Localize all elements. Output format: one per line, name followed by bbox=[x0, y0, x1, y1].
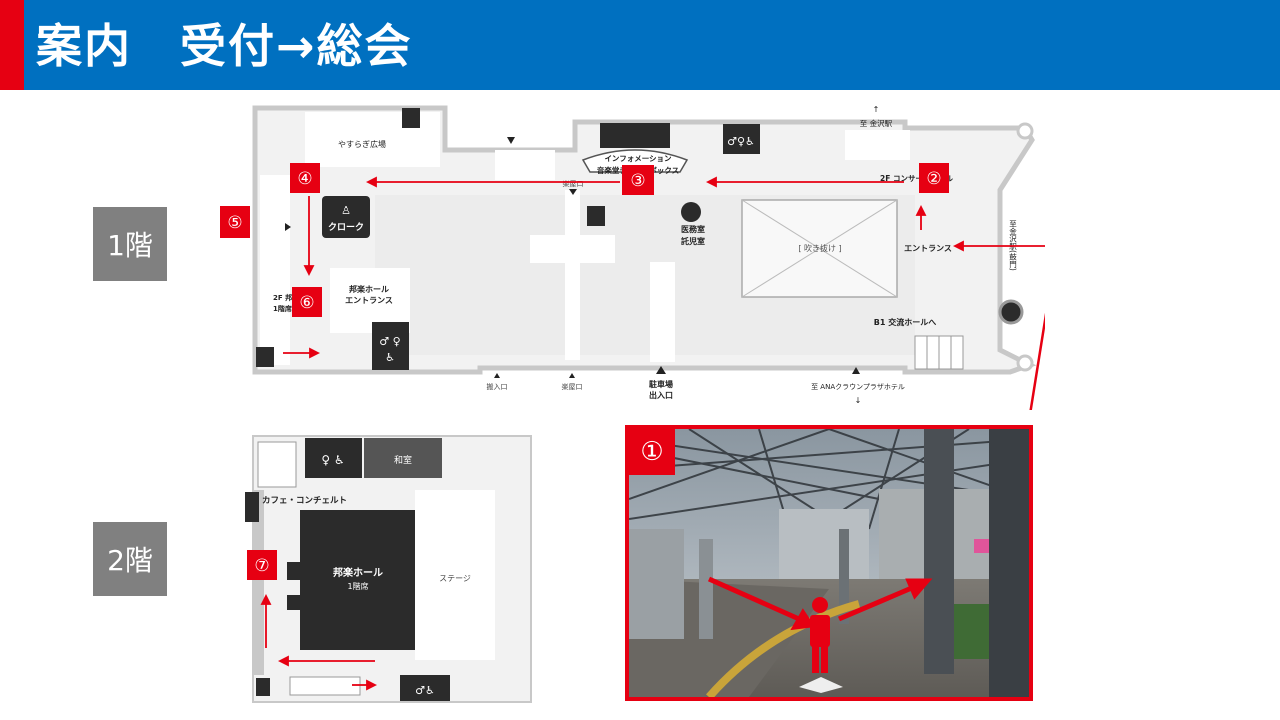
svg-text:⑦: ⑦ bbox=[254, 556, 269, 576]
svg-text:②: ② bbox=[926, 169, 941, 189]
medical-label: 医務室 bbox=[681, 224, 705, 234]
restroom-icon bbox=[305, 438, 362, 478]
info-label: インフォメーション bbox=[604, 154, 672, 163]
concert-hall-label: 2F コンサートホール bbox=[880, 174, 953, 183]
hanger-icon: ♙ bbox=[341, 204, 351, 217]
title-accent bbox=[0, 0, 24, 90]
route-marker-6: ⑥ bbox=[292, 287, 322, 317]
b1-hall-label: B1 交流ホールへ bbox=[874, 317, 936, 327]
hogaku-hall-block bbox=[287, 510, 415, 650]
restroom-icon bbox=[400, 675, 450, 701]
stage-label: ステージ bbox=[439, 574, 471, 583]
svg-text:♿: ♿ bbox=[385, 351, 395, 364]
to-hotel-label: 至 ANAクラウンプラザホテル bbox=[811, 383, 905, 391]
hall-2f-seat-label: 1階席 bbox=[273, 304, 292, 313]
elevator-icon bbox=[256, 678, 270, 696]
route-marker-3: ③ bbox=[622, 165, 654, 195]
elevator-icon bbox=[402, 108, 420, 128]
cafe-label: カフェ・コンチェルト bbox=[262, 496, 347, 506]
svg-text:⑥: ⑥ bbox=[299, 293, 314, 313]
cafe-icon bbox=[245, 492, 259, 522]
svg-text:⑤: ⑤ bbox=[227, 213, 242, 233]
parking-label: 駐車場 bbox=[649, 379, 673, 389]
svg-text:④: ④ bbox=[297, 169, 312, 189]
route-marker-7: ⑦ bbox=[247, 550, 277, 580]
nursery-icon bbox=[681, 202, 701, 222]
washitsu-block bbox=[364, 438, 442, 478]
cloak-label: クローク bbox=[328, 222, 364, 233]
svg-text:♂♀♿: ♂♀♿ bbox=[727, 135, 755, 148]
hogaku-entrance-label-2: エントランス bbox=[345, 296, 393, 305]
person-icon bbox=[810, 597, 830, 673]
hogaku-entrance-label: 邦楽ホール bbox=[349, 284, 389, 294]
info-counter-icon bbox=[600, 123, 670, 148]
floor-label-1f: 1階 bbox=[93, 207, 167, 281]
hall-seat-label: 1階席 bbox=[347, 581, 368, 591]
elevator-icon bbox=[998, 299, 1024, 325]
elevator-icon bbox=[256, 347, 274, 367]
entrance-photo: ① bbox=[625, 425, 1033, 701]
washitsu-label: 和室 bbox=[394, 454, 412, 466]
rakuya-top-label: 楽屋口 bbox=[563, 179, 584, 188]
title-bar: 案内 受付→総会 bbox=[0, 0, 1280, 90]
route-marker-4: ④ bbox=[290, 163, 320, 193]
svg-text:♂♿: ♂♿ bbox=[415, 684, 435, 697]
svg-text:↓: ↓ bbox=[855, 396, 862, 405]
restroom-icon bbox=[372, 322, 409, 370]
floor-map-2f: ♀ ♿ 和室 カフェ・コンチェルト 邦楽ホール 1階席 ステージ ♂♿ ⑦ bbox=[245, 435, 532, 703]
canopy-photo-image bbox=[629, 429, 1029, 697]
cloakroom-block bbox=[322, 196, 370, 238]
elevator-icon bbox=[587, 206, 605, 226]
rakuya-bottom-label: 楽屋口 bbox=[562, 382, 583, 391]
to-station-label: 至 金沢駅 bbox=[860, 118, 893, 128]
restroom-icon bbox=[723, 124, 760, 154]
svg-text:♂ ♀: ♂ ♀ bbox=[379, 335, 400, 348]
parking-exit-label: 出入口 bbox=[649, 390, 673, 400]
hall-label: 邦楽ホール bbox=[333, 566, 383, 579]
route-marker-2: ② bbox=[919, 163, 949, 193]
floor-map-1f: [ 吹き抜け ] クローク ♙ ♂♀♿ ♂ ♀ ♿ やすらぎ広場 インフォメーシ… bbox=[220, 105, 1045, 410]
yasuragi-label: やすらぎ広場 bbox=[338, 139, 386, 149]
hannyu-label: 搬入口 bbox=[487, 382, 508, 391]
photo-marker: ① bbox=[629, 429, 675, 475]
svg-text:③: ③ bbox=[630, 171, 645, 191]
fukinuke-label: [ 吹き抜け ] bbox=[798, 243, 841, 253]
page-title: 案内 受付→総会 bbox=[36, 19, 413, 73]
route-marker-5: ⑤ bbox=[220, 206, 250, 238]
svg-text:↑: ↑ bbox=[873, 105, 880, 114]
svg-text:♀ ♿: ♀ ♿ bbox=[321, 453, 344, 467]
floor-label-2f: 2階 bbox=[93, 522, 167, 596]
entrance-label: エントランス bbox=[904, 244, 952, 253]
nursery-label: 託児室 bbox=[681, 236, 705, 246]
